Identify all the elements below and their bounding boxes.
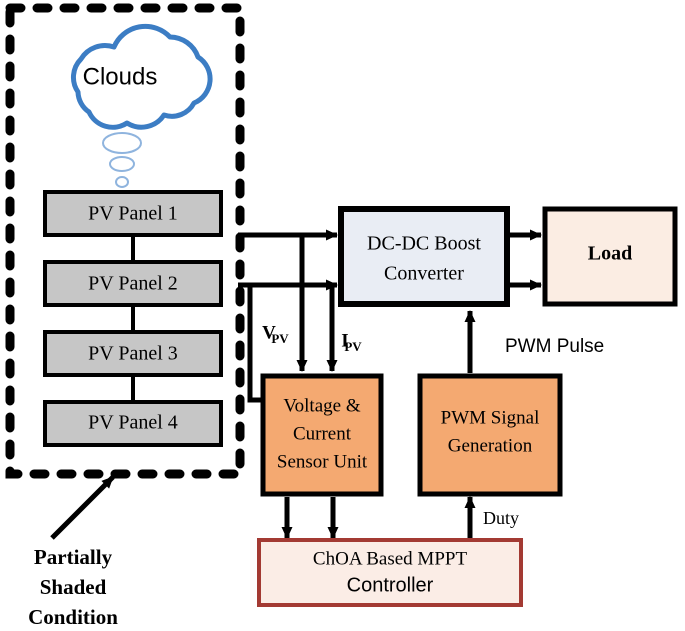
pv-panel-4-label: PV Panel 4: [88, 412, 178, 434]
pwm-signal-generation-block[interactable]: PWM Signal Generation: [417, 373, 563, 497]
pwm-pulse-label: PWM Pulse: [505, 336, 604, 357]
pv-panel-2[interactable]: PV Panel 2: [43, 260, 223, 307]
ipv-signal-label: I PV: [341, 330, 362, 354]
pv-panel-1[interactable]: PV Panel 1: [43, 190, 223, 237]
pwm-label-line1: PWM Signal: [441, 407, 540, 428]
vpv-signal-label: V PV: [262, 322, 289, 346]
sensor-label-line1: Voltage &: [283, 395, 360, 416]
dc-dc-boost-converter-block[interactable]: DC-DC Boost Converter: [338, 206, 510, 307]
pv-panel-4[interactable]: PV Panel 4: [43, 400, 223, 447]
pv-panel-1-label: PV Panel 1: [88, 203, 178, 225]
load-label: Load: [588, 243, 632, 265]
converter-label-line1: DC-DC Boost: [367, 233, 481, 255]
ipv-base: I: [341, 330, 348, 351]
pwm-label-line2: Generation: [448, 435, 533, 456]
vpv-subscript: PV: [271, 331, 289, 346]
ipv-subscript: PV: [344, 339, 362, 354]
pv-panel-2-label: PV Panel 2: [88, 273, 178, 295]
voltage-current-sensor-unit-block[interactable]: Voltage & Current Sensor Unit: [260, 373, 384, 497]
cloud-icon: [70, 23, 213, 188]
shaded-condition-line2: Shaded: [40, 575, 107, 599]
sensor-label-line3: Sensor Unit: [277, 451, 368, 472]
pv-panel-3[interactable]: PV Panel 3: [43, 330, 223, 377]
load-block[interactable]: Load: [542, 206, 678, 307]
converter-label-line2: Converter: [384, 263, 464, 285]
duty-label: Duty: [483, 508, 519, 528]
mppt-label-sans: Controller: [347, 574, 434, 596]
mppt-controller-block[interactable]: ChOA Based MPPT Controller: [257, 538, 523, 607]
shaded-condition-callout-arrow: [50, 475, 115, 540]
sensor-label-line2: Current: [293, 423, 352, 444]
mppt-label-serif: ChOA Based MPPT: [313, 548, 468, 569]
shaded-region-boundary: [5, 3, 245, 479]
vpv-base: V: [262, 322, 276, 343]
cloud-label: Clouds: [83, 63, 158, 90]
shaded-condition-line3: Condition: [28, 605, 118, 629]
pv-panel-3-label: PV Panel 3: [88, 343, 178, 365]
shaded-condition-line1: Partially: [34, 545, 113, 569]
